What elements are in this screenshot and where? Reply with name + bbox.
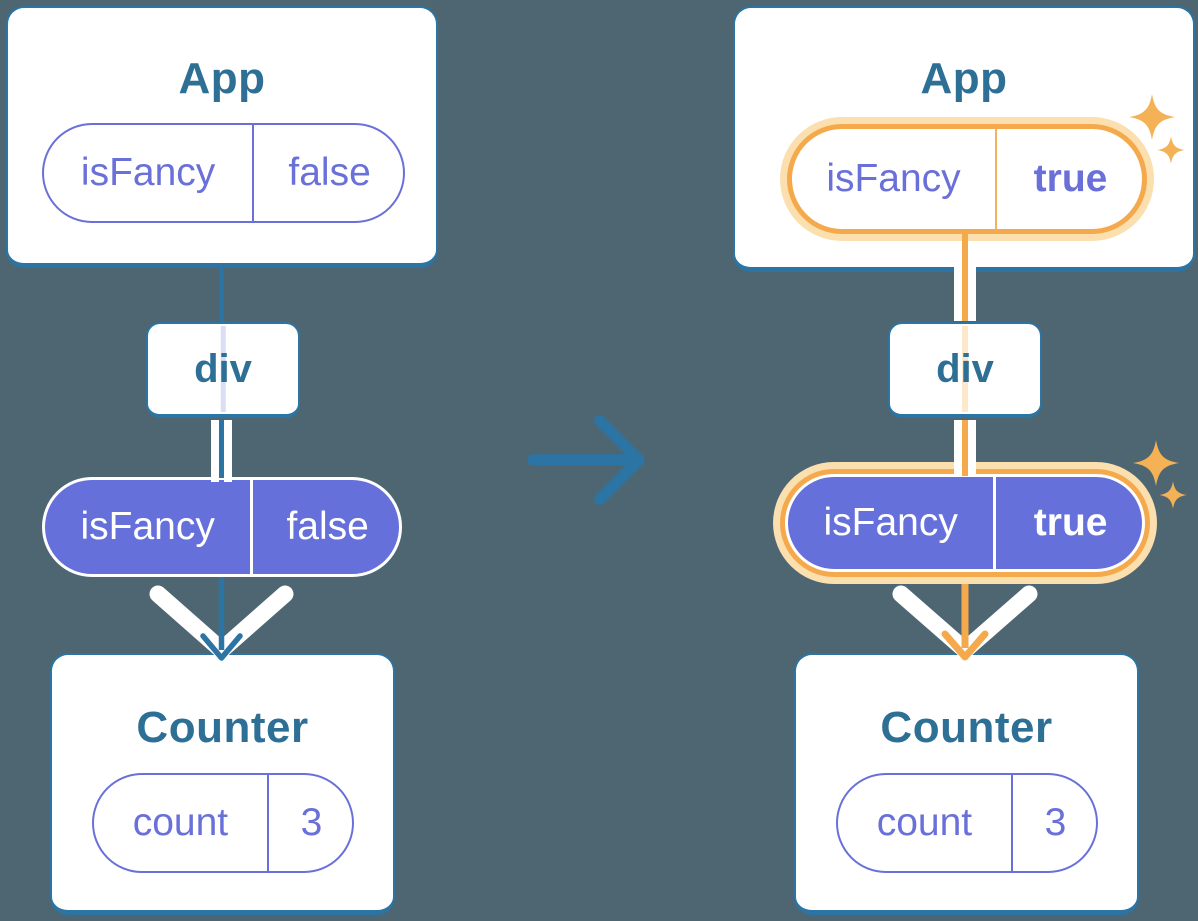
after-app-state-pill-highlighted: isFancy true	[787, 124, 1147, 234]
prop-value: false	[250, 480, 399, 574]
before-app-card: App isFancy false	[6, 6, 438, 268]
before-app-title: App	[178, 54, 266, 103]
after-counter-card: Counter count 3	[794, 653, 1139, 915]
state-value: 3	[266, 775, 352, 871]
before-counter-card: Counter count 3	[50, 653, 395, 915]
prop-name: isFancy	[823, 501, 958, 544]
after-div-box: div	[888, 322, 1042, 418]
after-app-card: App isFancy true	[733, 6, 1195, 272]
after-div-label: div	[936, 346, 994, 391]
after-counter-title: Counter	[880, 703, 1053, 752]
before-prop-pill: isFancy false	[42, 477, 402, 577]
right-arrow-icon	[527, 415, 645, 505]
arrowhead-icon	[200, 577, 243, 661]
sparkle-icon	[1133, 440, 1187, 509]
before-counter-state-pill: count 3	[92, 773, 354, 873]
down-chevron-icon	[149, 585, 294, 659]
prop-value: true	[993, 477, 1142, 569]
after-prop-pill-highlighted: isFancy true	[785, 474, 1145, 572]
state-value: true	[995, 129, 1142, 229]
state-name: count	[876, 801, 973, 844]
state-name: isFancy	[826, 157, 961, 200]
faint-prop-line	[220, 326, 226, 412]
before-counter-title: Counter	[136, 703, 309, 752]
after-div-to-pill-pipe	[954, 420, 976, 476]
state-name: isFancy	[80, 151, 216, 194]
after-app-title: App	[920, 54, 1008, 103]
state-value: false	[252, 125, 403, 221]
before-div-to-pill-pipe	[211, 420, 232, 482]
before-app-state-pill: isFancy false	[42, 123, 405, 223]
down-chevron-icon	[892, 585, 1038, 659]
state-value: 3	[1010, 775, 1096, 871]
arrowhead-icon	[941, 584, 989, 661]
state-name: count	[132, 801, 229, 844]
prop-name: isFancy	[80, 505, 215, 548]
before-div-label: div	[194, 346, 252, 391]
after-counter-state-pill: count 3	[836, 773, 1098, 873]
faint-prop-line	[962, 326, 968, 412]
before-div-box: div	[146, 322, 300, 418]
